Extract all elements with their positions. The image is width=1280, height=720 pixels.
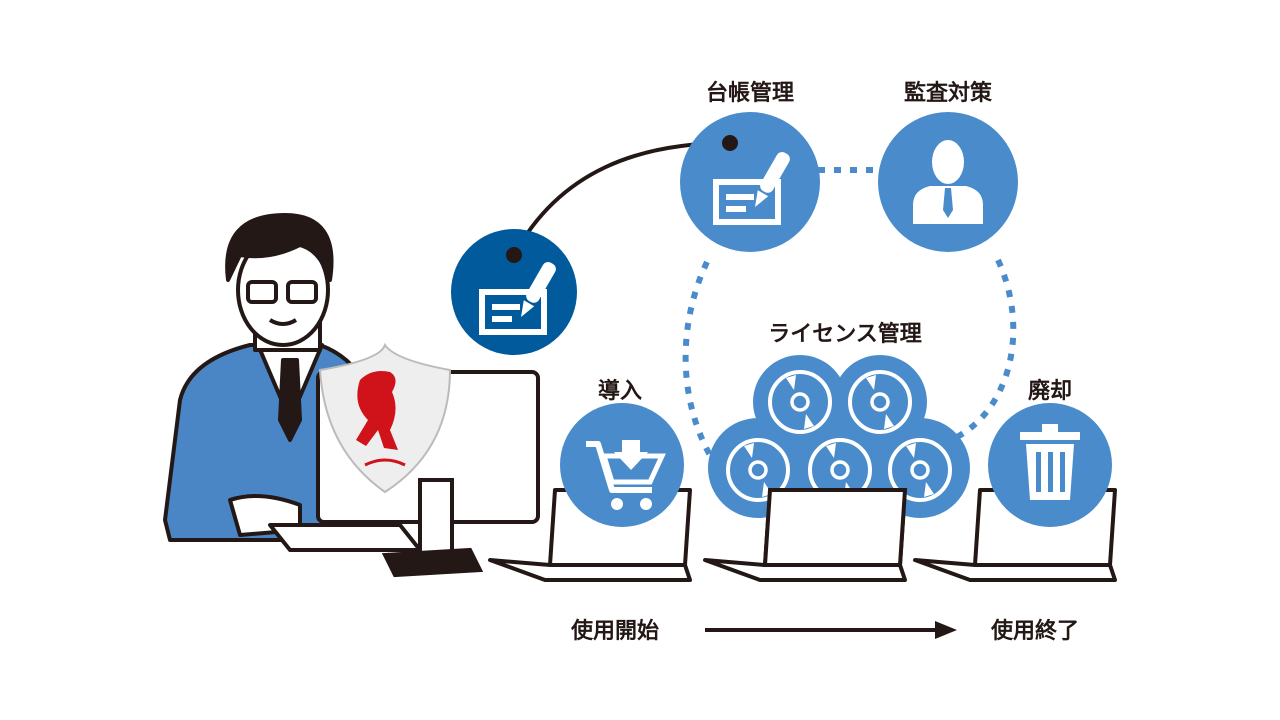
cart-download-icon	[586, 440, 666, 510]
license-label: ライセンス管理	[768, 321, 922, 347]
disposal-label: 廃却	[1028, 378, 1072, 404]
intro-label: 導入	[598, 378, 642, 404]
ledger-label: 台帳管理	[706, 80, 794, 106]
trash-icon	[1020, 424, 1080, 500]
ledger-node-dark	[451, 229, 577, 355]
timeline-start: 使用開始	[570, 618, 659, 644]
security-shield-logo	[318, 342, 452, 494]
audit-node	[878, 112, 1018, 252]
businessman-icon	[913, 140, 983, 224]
intro-node	[560, 403, 684, 527]
audit-label: 監査対策	[904, 80, 993, 106]
timeline-end: 使用終了	[990, 618, 1079, 644]
timeline-arrow	[705, 621, 957, 639]
disposal-node	[988, 403, 1112, 527]
ledger-node	[680, 112, 820, 252]
